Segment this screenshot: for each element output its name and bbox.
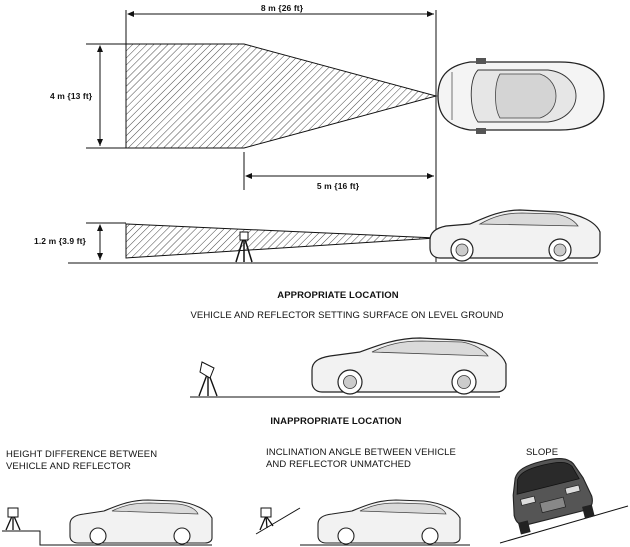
detection-area-top [125,43,438,149]
car-front-view-icon [512,458,595,535]
slope-scene [499,458,629,544]
appropriate-scene [190,337,507,398]
inclined-ground-line [255,507,301,535]
detection-area-side [125,223,437,259]
reflector-tripod-icon [5,507,21,531]
height-difference-scene [2,499,213,546]
height-difference-label-line1: HEIGHT DIFFERENCE BETWEEN [6,449,158,460]
inclination-scene [255,499,470,546]
slope-label: SLOPE [526,447,559,458]
total-length-label: 8 m {26 ft} [260,3,304,13]
appropriate-location-description: VEHICLE AND REFLECTOR SETTING SURFACE ON… [190,310,504,321]
reflector-tripod-icon [259,507,274,531]
car-side-view-icon [317,499,461,545]
height-difference-label-line2: VEHICLE AND REFLECTOR [6,461,131,472]
car-side-view-icon [69,499,213,545]
car-top-view-icon [437,58,605,134]
car-side-view-icon [311,337,507,395]
side-view [68,209,601,264]
slope-ground-line [499,505,629,544]
inclination-label-line2: AND REFLECTOR UNMATCHED [266,459,411,470]
car-side-view-icon [429,209,601,262]
width-label: 4 m {13 ft} [50,91,93,101]
reflector-tripod-icon [198,361,218,397]
reflector-tripod-icon [235,231,253,263]
partial-length-label: 5 m {16 ft} [316,181,360,191]
inappropriate-location-title: INAPPROPRIATE LOCATION [270,416,402,427]
appropriate-location-title: APPROPRIATE LOCATION [277,290,399,301]
top-view [86,10,605,262]
step-ground-line [2,530,212,546]
height-label: 1.2 m {3.9 ft} [34,236,86,246]
inclination-label-line1: INCLINATION ANGLE BETWEEN VEHICLE [266,447,456,458]
